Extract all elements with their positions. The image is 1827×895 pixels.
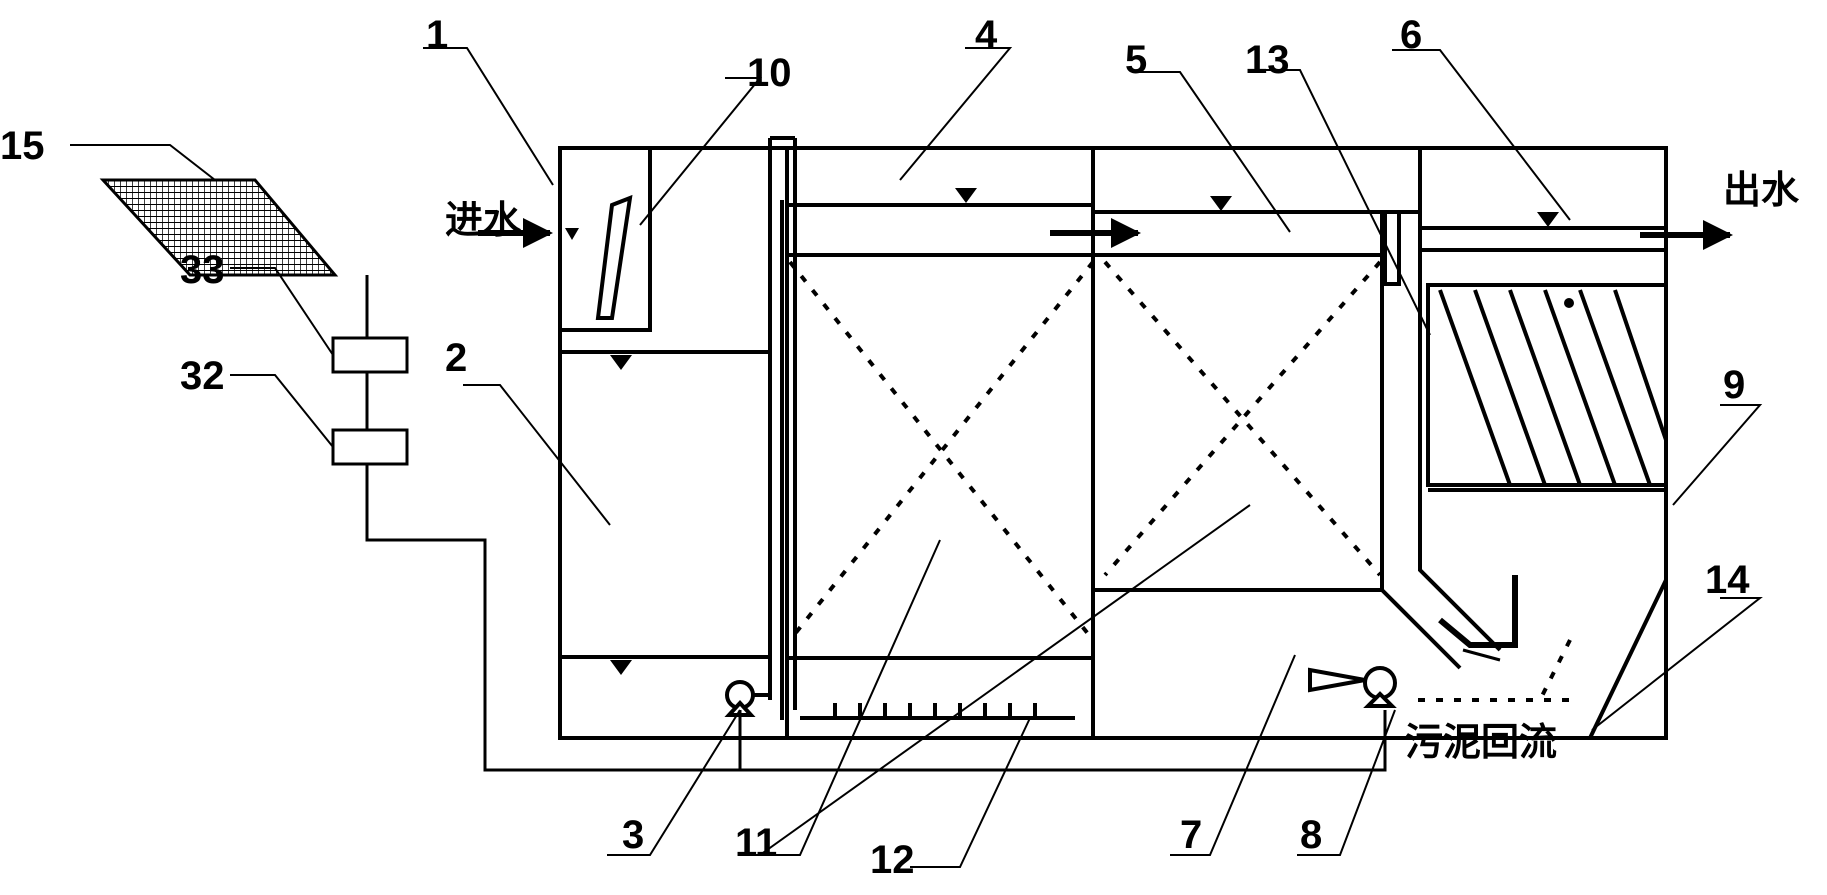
level-marker-6: [1537, 212, 1559, 227]
label-2: 2: [445, 336, 468, 380]
tank-1-box: [560, 148, 652, 332]
sludge-return-label: 污泥回流: [1405, 720, 1558, 764]
label-13: 13: [1245, 38, 1290, 82]
pump-3: [724, 680, 756, 717]
label-4: 4: [975, 13, 998, 57]
label-33: 33: [180, 248, 225, 292]
sludge-return-rise: [1538, 639, 1572, 701]
label-1: 1: [426, 13, 449, 57]
tank-9-slope: [1588, 579, 1668, 739]
lamella-block: [1426, 283, 1668, 487]
label-6: 6: [1400, 13, 1423, 57]
label-11: 11: [735, 821, 778, 865]
level-marker-2b: [610, 660, 632, 675]
label-5: 5: [1125, 38, 1148, 82]
pump-8: [1308, 666, 1397, 708]
label-15: 15: [0, 124, 45, 168]
controller-33: [331, 336, 409, 374]
lamella-dot: [1564, 298, 1574, 308]
settler-funnel-right: [1418, 500, 1502, 652]
label-7: 7: [1180, 813, 1203, 857]
label-14: 14: [1705, 558, 1750, 602]
level-marker-4: [955, 188, 977, 203]
aeration-nozzles: [833, 703, 1037, 718]
label-32: 32: [180, 354, 225, 398]
label-3: 3: [622, 813, 645, 857]
settler-baffle: [1462, 648, 1501, 662]
power-cable: [365, 464, 1387, 772]
outlet-label: 出水: [1723, 168, 1800, 212]
label-10: 10: [747, 51, 792, 95]
level-marker-5: [1210, 196, 1232, 211]
media-x-5a: [1103, 260, 1382, 577]
media-x-5b: [1103, 260, 1382, 577]
label-8: 8: [1300, 813, 1323, 857]
inlet-label: 进水: [445, 198, 522, 242]
level-marker-2a: [610, 355, 632, 370]
return-pipe-bend: [1438, 575, 1518, 648]
battery-32: [331, 428, 409, 466]
baffle-10: [595, 194, 633, 320]
level-marker-1: [565, 228, 579, 240]
label-9: 9: [1723, 363, 1746, 407]
label-12: 12: [870, 838, 915, 882]
settler-funnel-left: [1380, 588, 1462, 670]
pump-3-pipe: [750, 660, 772, 697]
solar-panel-15: [99, 178, 339, 277]
